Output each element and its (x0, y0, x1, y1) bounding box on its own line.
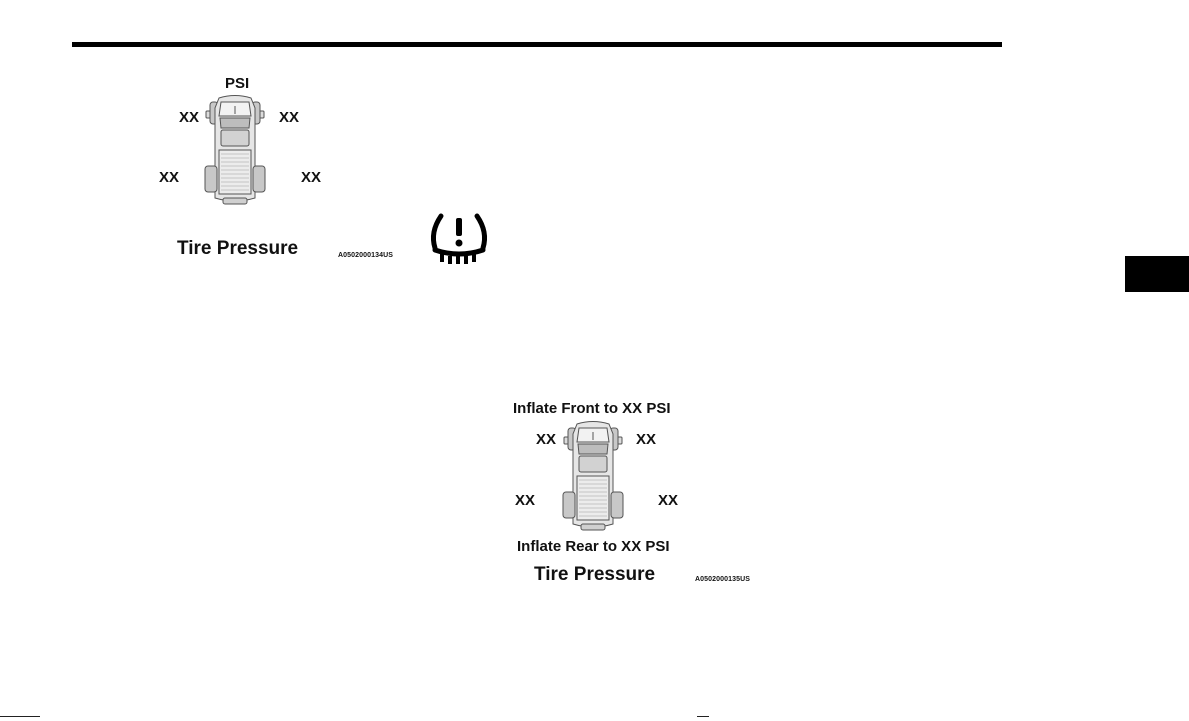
truck-top-view-icon (203, 94, 267, 208)
chapter-tab (1125, 256, 1189, 292)
figure-code: A0502000134US (338, 252, 393, 259)
tpms-warning-icon (426, 210, 492, 266)
rear-right-pressure: XX (301, 170, 321, 185)
inflate-rear-footer: Inflate Rear to XX PSI (517, 539, 670, 554)
figure-title: Tire Pressure (177, 239, 298, 258)
rear-left-pressure: XX (515, 493, 535, 508)
front-right-pressure: XX (279, 110, 299, 125)
front-right-pressure: XX (636, 432, 656, 447)
rear-left-pressure: XX (159, 170, 179, 185)
psi-header: PSI (225, 76, 249, 91)
front-left-pressure: XX (536, 432, 556, 447)
footer-mark (697, 716, 709, 717)
truck-top-view-icon (561, 420, 625, 534)
footer-mark (0, 716, 40, 717)
figure-title: Tire Pressure (534, 565, 655, 584)
front-left-pressure: XX (179, 110, 199, 125)
header-rule (72, 42, 1002, 47)
rear-right-pressure: XX (658, 493, 678, 508)
figure-code: A0502000135US (695, 576, 750, 583)
inflate-front-header: Inflate Front to XX PSI (513, 401, 671, 416)
